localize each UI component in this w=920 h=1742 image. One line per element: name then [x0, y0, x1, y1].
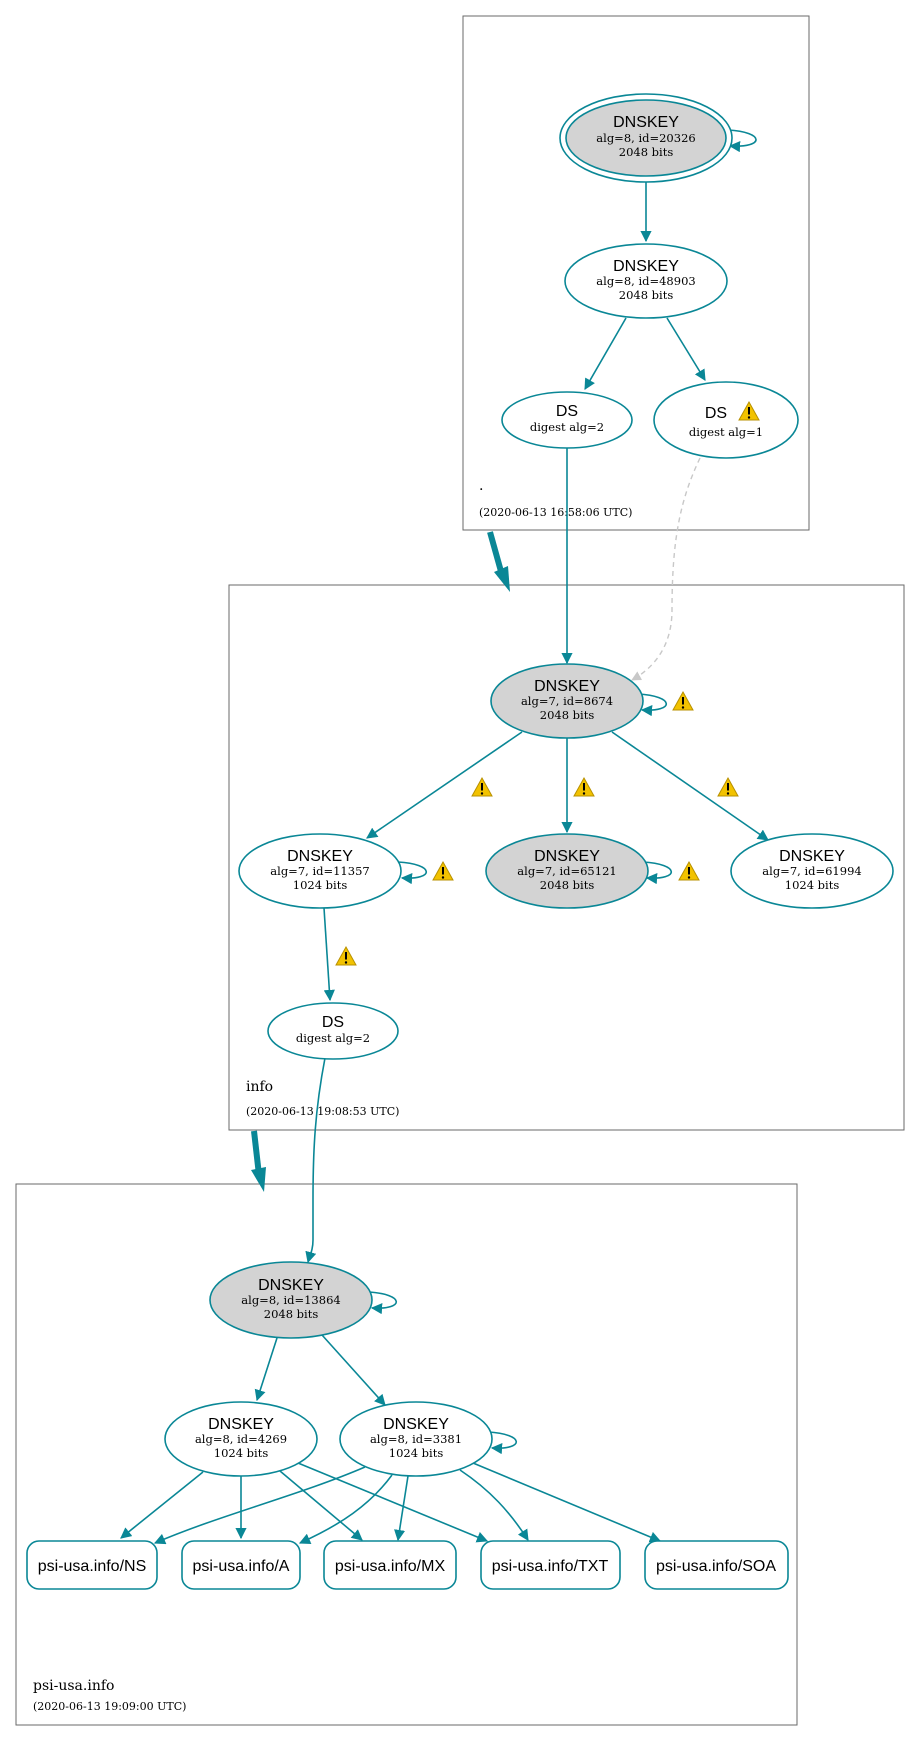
node-info-61994-title: DNSKEY — [779, 848, 845, 865]
node-psi-4269-line2: 1024 bits — [214, 1446, 269, 1460]
rrset-txt: psi-usa.info/TXT — [480, 1540, 621, 1590]
edges — [120, 180, 769, 1545]
node-root-ds1-line1: digest alg=1 — [689, 425, 763, 439]
node-info-65121-line2: 2048 bits — [540, 878, 595, 892]
rrset-ns-label: psi-usa.info/NS — [38, 1558, 147, 1575]
node-info-11357-line1: alg=7, id=11357 — [270, 864, 369, 878]
rrset-soa-label: psi-usa.info/SOA — [656, 1558, 776, 1575]
node-info-11357-line2: 1024 bits — [293, 878, 348, 892]
rrset-a-label: psi-usa.info/A — [193, 1558, 290, 1575]
node-info-ksk-line1: alg=7, id=8674 — [521, 694, 613, 708]
node-psi-4269: DNSKEY alg=8, id=4269 1024 bits — [164, 1401, 318, 1477]
zone-psi-label: psi-usa.info — [33, 1678, 114, 1694]
rrset-soa: psi-usa.info/SOA — [644, 1540, 789, 1590]
zone-root-label: . — [479, 478, 483, 494]
node-psi-3381: DNSKEY alg=8, id=3381 1024 bits — [339, 1401, 493, 1477]
delegation-arrow-info-psi — [251, 1130, 262, 1176]
node-root-ds1: DS digest alg=1 — [653, 381, 799, 459]
edge-4269-txt — [297, 1462, 489, 1543]
edge-3381-mx — [394, 1475, 409, 1542]
node-root-ds1-title: DS — [705, 405, 727, 422]
self-loop-psi-ksk — [367, 1291, 398, 1315]
node-info-65121-title: DNSKEY — [534, 848, 600, 865]
edge-root-zsk-ds1 — [666, 317, 706, 381]
node-info-65121: DNSKEY alg=7, id=65121 2048 bits — [485, 833, 649, 909]
node-info-ksk-title: DNSKEY — [534, 678, 600, 695]
node-info-11357-title: DNSKEY — [287, 848, 353, 865]
node-info-ksk: DNSKEY alg=7, id=8674 2048 bits — [490, 663, 644, 739]
rrset-a: psi-usa.info/A — [181, 1540, 301, 1590]
node-root-zsk: DNSKEY alg=8, id=48903 2048 bits — [564, 243, 728, 319]
zone-root-time: (2020-06-13 16:58:06 UTC) — [479, 506, 632, 519]
node-psi-3381-title: DNSKEY — [383, 1416, 449, 1433]
edge-4269-ns — [120, 1471, 204, 1539]
edge-info-ds-psi-ksk — [305, 1057, 326, 1264]
node-psi-ksk: DNSKEY alg=8, id=13864 2048 bits — [209, 1261, 373, 1339]
edge-psi-ksk-3381 — [321, 1334, 386, 1406]
node-psi-4269-line1: alg=8, id=4269 — [195, 1432, 287, 1446]
node-root-ds2-title: DS — [556, 403, 578, 420]
edge-4269-mx — [279, 1470, 363, 1541]
rrset-ns: psi-usa.info/NS — [26, 1540, 158, 1590]
rrset-mx-label: psi-usa.info/MX — [335, 1558, 446, 1575]
node-root-zsk-line1: alg=8, id=48903 — [596, 274, 695, 288]
edge-info-11357-ds — [323, 907, 335, 1002]
zone-psi-time: (2020-06-13 19:09:00 UTC) — [33, 1700, 186, 1713]
node-root-ksk-line2: 2048 bits — [619, 145, 674, 159]
edge-3381-ns — [153, 1466, 366, 1545]
node-root-ksk-title: DNSKEY — [613, 114, 679, 131]
node-psi-ksk-title: DNSKEY — [258, 1277, 324, 1294]
self-loops — [367, 129, 757, 1455]
node-info-61994-line2: 1024 bits — [785, 878, 840, 892]
edge-info-ksk-61994 — [611, 731, 769, 841]
self-loop-root-ksk — [727, 129, 757, 153]
self-loop-psi-3381 — [487, 1431, 518, 1455]
node-root-ksk-line1: alg=8, id=20326 — [596, 131, 695, 145]
edge-3381-txt — [459, 1469, 529, 1541]
self-loop-info-ksk — [637, 693, 668, 717]
rrset-txt-label: psi-usa.info/TXT — [492, 1558, 609, 1575]
node-info-61994: DNSKEY alg=7, id=61994 1024 bits — [730, 833, 894, 909]
rrset-mx: psi-usa.info/MX — [323, 1540, 457, 1590]
self-loop-info-11357 — [397, 861, 428, 885]
edge-info-ksk-11357 — [366, 731, 523, 839]
node-psi-4269-title: DNSKEY — [208, 1416, 274, 1433]
node-info-65121-line1: alg=7, id=65121 — [517, 864, 616, 878]
node-root-ds2-line1: digest alg=2 — [530, 420, 604, 434]
edge-root-zsk-ds2 — [584, 317, 627, 390]
node-info-11357: DNSKEY alg=7, id=11357 1024 bits — [238, 833, 402, 909]
node-psi-ksk-line2: 2048 bits — [264, 1307, 319, 1321]
node-root-zsk-title: DNSKEY — [613, 258, 679, 275]
node-root-ksk: DNSKEY alg=8, id=20326 2048 bits — [559, 93, 733, 183]
self-loop-info-65121 — [642, 861, 673, 885]
node-psi-3381-line2: 1024 bits — [389, 1446, 444, 1460]
node-root-zsk-line2: 2048 bits — [619, 288, 674, 302]
node-info-ds: DS digest alg=2 — [267, 1002, 399, 1060]
node-info-ds-title: DS — [322, 1014, 344, 1031]
zone-info-label: info — [246, 1079, 273, 1095]
edge-3381-a — [298, 1474, 393, 1544]
edge-root-ds1-info-ksk — [631, 457, 701, 681]
delegation-arrowhead-info-psi — [251, 1167, 266, 1192]
node-psi-ksk-line1: alg=8, id=13864 — [241, 1293, 340, 1307]
node-root-ds2: DS digest alg=2 — [501, 391, 633, 449]
edge-psi-ksk-4269 — [254, 1337, 278, 1402]
delegation-arrow-root-info — [487, 531, 505, 576]
node-info-61994-line1: alg=7, id=61994 — [762, 864, 861, 878]
node-psi-3381-line1: alg=8, id=3381 — [370, 1432, 462, 1446]
node-info-ksk-line2: 2048 bits — [540, 708, 595, 722]
zone-info-time: (2020-06-13 19:08:53 UTC) — [246, 1105, 399, 1118]
node-info-ds-line1: digest alg=2 — [296, 1031, 370, 1045]
edge-3381-soa — [472, 1462, 662, 1543]
delegation-arrowhead-root-info — [494, 566, 510, 592]
